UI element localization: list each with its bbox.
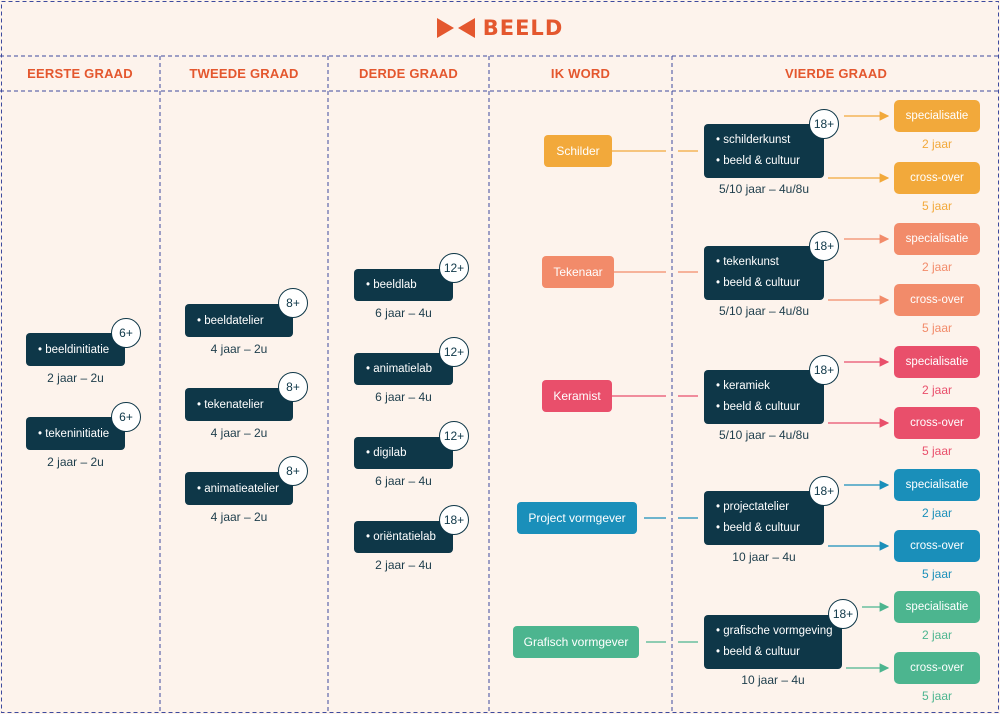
outcome-cross-over: cross-over: [894, 530, 980, 562]
course-box: • animatieatelier: [185, 472, 293, 505]
course-box: • keramiek • beeld & cultuur: [704, 370, 824, 424]
outcome-specialisatie: specialisatie: [894, 469, 980, 501]
course-duration: 5/10 jaar – 4u/8u: [718, 428, 810, 442]
outcome-duration: 5 jaar: [921, 567, 953, 581]
course-duration: 4 jaar – 2u: [210, 342, 268, 356]
course-duration: 10 jaar – 4u: [741, 673, 805, 687]
outcome-duration: 2 jaar: [921, 137, 953, 151]
course-duration: 4 jaar – 2u: [210, 426, 268, 440]
brand-logo: BEELD: [436, 16, 564, 40]
course-line: • keramiek: [716, 380, 770, 392]
outcome-duration: 5 jaar: [921, 199, 953, 213]
course-box: • beeldlab: [354, 269, 453, 301]
course-line: • tekenkunst: [716, 256, 779, 268]
course-box: • schilderkunst • beeld & cultuur: [704, 124, 824, 178]
course-line: • beeld & cultuur: [716, 522, 800, 534]
age-badge: 8+: [278, 288, 308, 318]
course-duration: 5/10 jaar – 4u/8u: [718, 182, 810, 196]
course-duration: 5/10 jaar – 4u/8u: [718, 304, 810, 318]
outcome-cross-over: cross-over: [894, 407, 980, 439]
outcome-specialisatie: specialisatie: [894, 346, 980, 378]
age-badge: 12+: [439, 253, 469, 283]
course-duration: 2 jaar – 4u: [375, 558, 432, 572]
course-box: • tekeninitiatie: [26, 417, 125, 450]
column-header-derde-graad: DERDE GRAAD: [359, 66, 458, 81]
outcome-specialisatie: specialisatie: [894, 591, 980, 623]
course-duration: 6 jaar – 4u: [375, 474, 432, 488]
course-duration: 4 jaar – 2u: [210, 510, 268, 524]
bowtie-icon: [436, 18, 475, 38]
column-header-eerste-graad: EERSTE GRAAD: [27, 66, 133, 81]
course-line: • grafische vormgeving: [716, 625, 833, 637]
course-box: • beeldinitiatie: [26, 333, 125, 366]
course-duration: 6 jaar – 4u: [375, 306, 432, 320]
profession-grafisch-vormgever: Grafisch vormgever: [513, 626, 639, 658]
course-duration: 2 jaar – 2u: [47, 455, 104, 469]
age-badge: 6+: [111, 318, 141, 348]
column-header-tweede-graad: TWEEDE GRAAD: [189, 66, 299, 81]
course-line: • beeld & cultuur: [716, 155, 800, 167]
outcome-specialisatie: specialisatie: [894, 100, 980, 132]
course-box: • projectatelier • beeld & cultuur: [704, 491, 824, 545]
column-header-ik-word: IK WORD: [550, 66, 611, 81]
course-line: • projectatelier: [716, 501, 790, 513]
age-badge: 8+: [278, 372, 308, 402]
age-badge: 18+: [439, 505, 469, 535]
outcome-duration: 2 jaar: [921, 260, 953, 274]
outcome-cross-over: cross-over: [894, 162, 980, 194]
profession-keramist: Keramist: [542, 380, 612, 412]
outcome-duration: 5 jaar: [921, 689, 953, 703]
course-line: • beeld & cultuur: [716, 401, 800, 413]
course-duration: 6 jaar – 4u: [375, 390, 432, 404]
outcome-duration: 2 jaar: [921, 383, 953, 397]
outcome-duration: 2 jaar: [921, 628, 953, 642]
age-badge: 18+: [809, 476, 839, 506]
outcome-specialisatie: specialisatie: [894, 223, 980, 255]
course-duration: 10 jaar – 4u: [732, 550, 796, 564]
header: BEELD: [0, 0, 1000, 56]
outcome-duration: 2 jaar: [921, 506, 953, 520]
outcome-cross-over: cross-over: [894, 284, 980, 316]
age-badge: 12+: [439, 337, 469, 367]
course-duration: 2 jaar – 2u: [47, 371, 104, 385]
age-badge: 8+: [278, 456, 308, 486]
course-box: • oriëntatielab: [354, 521, 453, 553]
course-box: • grafische vormgeving • beeld & cultuur: [704, 615, 842, 669]
outcome-cross-over: cross-over: [894, 652, 980, 684]
course-box: • tekenatelier: [185, 388, 293, 421]
course-box: • animatielab: [354, 353, 453, 385]
course-line: • beeld & cultuur: [716, 646, 800, 658]
age-badge: 18+: [809, 109, 839, 139]
outcome-duration: 5 jaar: [921, 444, 953, 458]
course-box: • beeldatelier: [185, 304, 293, 337]
profession-project-vormgever: Project vormgever: [517, 502, 637, 534]
outcome-duration: 5 jaar: [921, 321, 953, 335]
age-badge: 18+: [809, 231, 839, 261]
age-badge: 18+: [828, 599, 858, 629]
course-line: • schilderkunst: [716, 134, 791, 146]
brand-name: BEELD: [482, 16, 564, 40]
course-line: • beeld & cultuur: [716, 277, 800, 289]
age-badge: 12+: [439, 421, 469, 451]
profession-tekenaar: Tekenaar: [542, 256, 614, 288]
age-badge: 6+: [111, 402, 141, 432]
age-badge: 18+: [809, 355, 839, 385]
course-box: • tekenkunst • beeld & cultuur: [704, 246, 824, 300]
course-box: • digilab: [354, 437, 453, 469]
profession-schilder: Schilder: [544, 135, 612, 167]
column-header-vierde-graad: VIERDE GRAAD: [784, 66, 888, 81]
